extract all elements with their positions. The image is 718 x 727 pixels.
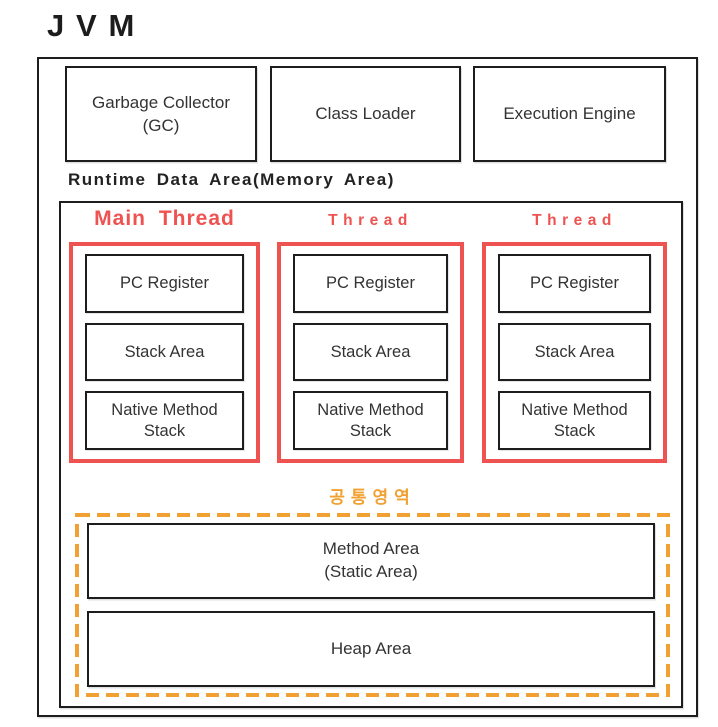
stack-area-box: Stack Area bbox=[293, 322, 448, 382]
jvm-outer-box bbox=[37, 57, 698, 717]
garbage-collector-label: Garbage Collector bbox=[92, 92, 230, 112]
garbage-collector-label-line2: (GC) bbox=[142, 116, 180, 135]
native-method-stack-label-line2: Stack bbox=[143, 421, 186, 440]
thread-box-3: PC Register Stack Area Native Method Sta… bbox=[482, 242, 667, 463]
method-area-label: Method Area bbox=[322, 539, 420, 559]
native-method-stack-box: Native Method Stack bbox=[85, 391, 244, 451]
method-area-box: Method Area (Static Area) bbox=[87, 523, 655, 599]
heap-area-box: Heap Area bbox=[87, 611, 655, 687]
main-thread-label: Main Thread bbox=[94, 207, 235, 230]
pc-register-box: PC Register bbox=[85, 254, 244, 313]
stack-area-box: Stack Area bbox=[498, 322, 651, 382]
stack-area-label: Stack Area bbox=[124, 342, 205, 361]
main-thread-box: PC Register Stack Area Native Method Sta… bbox=[69, 242, 260, 463]
pc-register-box: PC Register bbox=[293, 254, 448, 313]
execution-engine-label: Execution Engine bbox=[503, 104, 636, 124]
native-method-stack-label-line2: Stack bbox=[349, 421, 392, 440]
native-method-stack-label-line2: Stack bbox=[553, 421, 596, 440]
stack-area-label: Stack Area bbox=[330, 342, 411, 361]
native-method-stack-box: Native Method Stack bbox=[293, 391, 448, 451]
runtime-data-area-box bbox=[59, 201, 683, 708]
execution-engine-box: Execution Engine bbox=[473, 66, 666, 162]
common-area-dashed-border bbox=[75, 513, 670, 697]
pc-register-box: PC Register bbox=[498, 254, 651, 313]
garbage-collector-box: Garbage Collector (GC) bbox=[65, 66, 257, 162]
native-method-stack-label: Native Method bbox=[521, 401, 628, 420]
runtime-data-area-label: Runtime Data Area(Memory Area) bbox=[68, 170, 395, 189]
common-area-label: 공통영역 bbox=[329, 488, 416, 507]
thread-box-2: PC Register Stack Area Native Method Sta… bbox=[277, 242, 464, 463]
heap-area-label: Heap Area bbox=[330, 638, 412, 658]
pc-register-label: PC Register bbox=[530, 274, 619, 293]
class-loader-label: Class Loader bbox=[315, 104, 416, 124]
class-loader-box: Class Loader bbox=[270, 66, 461, 162]
native-method-stack-label: Native Method bbox=[111, 401, 218, 420]
native-method-stack-box: Native Method Stack bbox=[498, 391, 651, 451]
thread-label-2: Thread bbox=[328, 212, 413, 229]
native-method-stack-label: Native Method bbox=[317, 401, 424, 420]
pc-register-label: PC Register bbox=[326, 274, 415, 293]
thread-label-3: Thread bbox=[532, 212, 617, 229]
stack-area-box: Stack Area bbox=[85, 322, 244, 382]
stack-area-label: Stack Area bbox=[534, 342, 615, 361]
method-area-label-line2: (Static Area) bbox=[324, 562, 418, 581]
page-title: JVM bbox=[47, 8, 147, 43]
pc-register-label: PC Register bbox=[120, 274, 209, 293]
